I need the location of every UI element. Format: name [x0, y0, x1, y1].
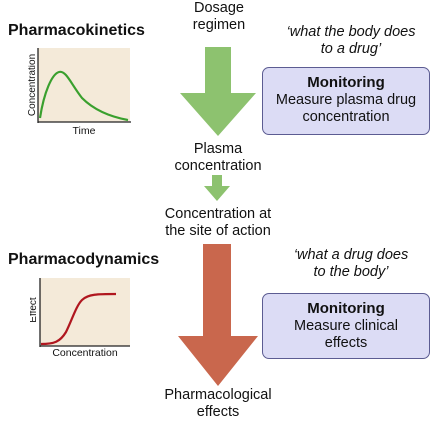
pk-quote-line-1: ‘what the body does	[286, 24, 416, 40]
pd-monitoring-line-1: Measure clinical	[294, 318, 398, 334]
pharmacodynamics-graph: Concentration Effect	[30, 278, 130, 358]
pd-y-axis-label: Effect	[30, 297, 39, 323]
pharmacokinetics-graph: Time Concentration	[28, 48, 131, 137]
effects-line-2: effects	[196, 404, 240, 420]
pd-graph-background	[40, 278, 130, 346]
pk-quote-line-2: to a drug’	[320, 41, 382, 57]
pharmacodynamics-title: Pharmacodynamics	[8, 251, 160, 268]
red-arrow	[178, 244, 258, 386]
red-arrow-shape	[178, 244, 258, 386]
pd-monitoring-box: Monitoring Measure clinical effects	[262, 293, 430, 359]
site-line-2: the site of action	[165, 223, 271, 239]
pk-quote: ‘what the body does to a drug’	[266, 24, 436, 58]
plasma-line-1: Plasma	[193, 141, 243, 157]
big-green-arrow	[180, 47, 256, 136]
pd-effect-curve	[40, 292, 117, 346]
pk-y-axis-label: Concentration	[28, 54, 38, 116]
big-green-arrow-shape	[180, 47, 256, 136]
site-line-1: Concentration at	[164, 206, 272, 222]
pk-monitoring-line-2: concentration	[302, 109, 390, 125]
pk-graph-background	[38, 48, 130, 122]
pd-x-axis-label: Concentration	[52, 347, 118, 358]
plasma-line-2: concentration	[174, 158, 262, 174]
plasma-concentration-label: Plasma concentration	[150, 141, 286, 175]
pharmacokinetics-title: Pharmacokinetics	[8, 22, 145, 39]
dosage-line-1: Dosage	[194, 0, 244, 16]
small-green-arrow-shape	[204, 175, 230, 201]
pk-monitoring-box: Monitoring Measure plasma drug concentra…	[262, 67, 430, 135]
pk-monitoring-line-1: Measure plasma drug	[275, 92, 417, 108]
effects-line-1: Pharmacological	[164, 387, 272, 403]
pk-x-axis-label: Time	[73, 125, 96, 137]
pd-monitoring-line-2: effects	[324, 335, 368, 351]
site-of-action-label: Concentration at the site of action	[140, 206, 296, 240]
pd-quote-line-1: ‘what a drug does	[293, 247, 409, 263]
small-green-arrow	[204, 175, 230, 201]
pd-monitoring-title: Monitoring	[307, 300, 385, 317]
pk-monitoring-title: Monitoring	[307, 74, 385, 91]
pd-quote-line-2: to the body’	[313, 264, 389, 280]
pharmacological-effects-label: Pharmacological effects	[140, 387, 296, 421]
pk-concentration-curve	[38, 70, 129, 122]
dosage-line-2: regimen	[192, 17, 246, 33]
dosage-regimen-label: Dosage regimen	[163, 0, 275, 34]
pd-quote: ‘what a drug does to the body’	[266, 247, 436, 281]
